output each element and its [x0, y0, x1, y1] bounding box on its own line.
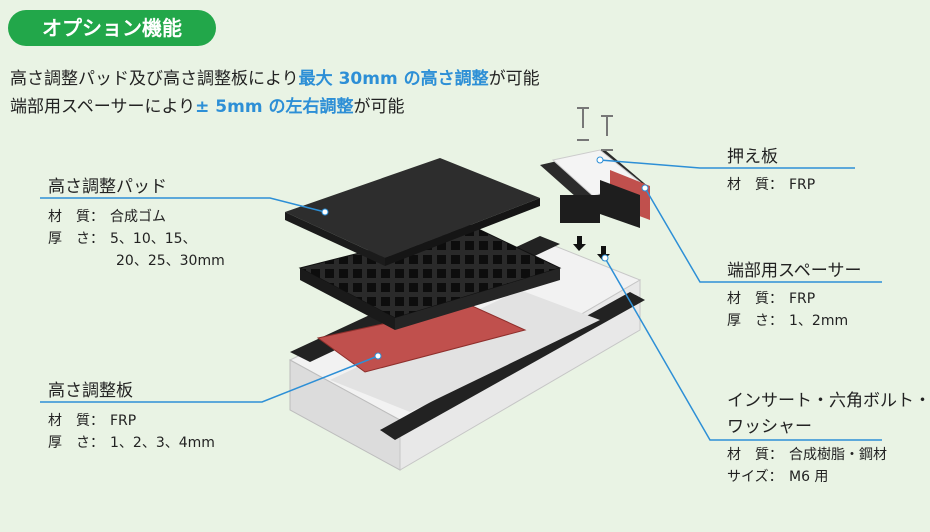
highlight-height: 最大 30mm の高さ調整 [298, 69, 489, 89]
presser-spec: 材 質：FRP [727, 177, 816, 193]
leader-dots [321, 156, 649, 360]
presser-title: 押え板 [727, 147, 778, 167]
presser-assembly [540, 149, 650, 228]
plate-spec: 材 質：FRP 厚 さ：1、2、3、4mm [48, 413, 215, 451]
insert-spec: 材 質：合成樹脂・鋼材 サイズ：M6 用 [727, 447, 887, 485]
lead-line-2: 端部用スペーサーにより± 5mm の左右調整が可能 [10, 97, 405, 117]
section-badge: オプション機能 [8, 10, 216, 46]
rubber-pad [285, 158, 540, 266]
pad-title: 高さ調整パッド [48, 177, 167, 197]
lead-line-1: 高さ調整パッド及び高さ調整板により最大 30mm の高さ調整が可能 [10, 69, 540, 89]
pad-spec: 材 質：合成ゴム 厚 さ：5、10、15、 20、25、30mm [48, 209, 225, 269]
highlight-lateral: ± 5mm の左右調整 [195, 97, 354, 117]
bolts [577, 107, 613, 151]
insert-title: インサート・六角ボルト・ ワッシャー [727, 391, 930, 437]
spacer-spec: 材 質：FRP 厚 さ：1、2mm [727, 291, 849, 329]
plate-title: 高さ調整板 [48, 381, 133, 401]
grid-pad [298, 224, 562, 330]
spacer-title: 端部用スペーサー [727, 261, 862, 281]
leader-lines [40, 159, 882, 441]
